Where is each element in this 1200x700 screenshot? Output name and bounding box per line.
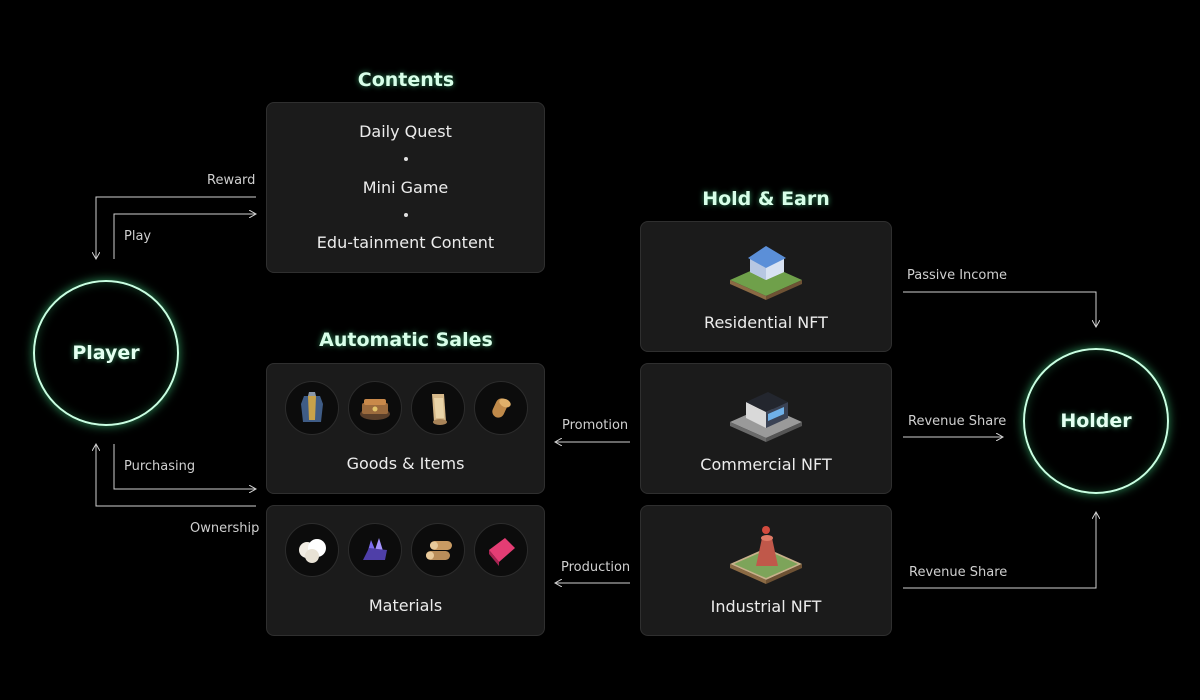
reward-label: Reward — [207, 173, 256, 188]
player-label: Player — [72, 342, 140, 364]
automatic-sales-title: Automatic Sales — [319, 329, 493, 351]
industrial-nft-label: Industrial NFT — [710, 597, 822, 616]
production-label: Production — [561, 560, 631, 575]
logs-icon — [411, 523, 465, 577]
play-arrow — [113, 214, 256, 259]
cotton-icon — [285, 523, 339, 577]
chest-icon — [348, 381, 402, 435]
purchasing-arrow — [113, 444, 256, 489]
hold-earn-title: Hold & Earn — [702, 188, 830, 210]
armor-icon — [285, 381, 339, 435]
goods-items-label: Goods & Items — [346, 454, 465, 473]
crystal-icon — [348, 523, 402, 577]
separator-dot — [404, 213, 408, 217]
daily-quest-label: Daily Quest — [359, 122, 452, 141]
residential-building-icon — [726, 238, 806, 306]
promotion-label: Promotion — [562, 418, 629, 433]
commercial-nft-label: Commercial NFT — [700, 455, 832, 474]
bread-icon — [474, 381, 528, 435]
play-label: Play — [124, 229, 152, 244]
player-node: Player — [33, 280, 179, 426]
fabric-icon — [474, 523, 528, 577]
ownership-arrow — [96, 444, 256, 507]
scroll-icon — [411, 381, 465, 435]
reward-arrow — [96, 196, 256, 259]
revenue-share-industrial-label: Revenue Share — [909, 565, 1008, 580]
ownership-label: Ownership — [190, 521, 260, 536]
industrial-building-icon — [726, 522, 806, 590]
purchasing-label: Purchasing — [124, 459, 196, 474]
contents-title: Contents — [357, 69, 455, 91]
holder-node: Holder — [1023, 348, 1169, 494]
edutainment-content-label: Edu-tainment Content — [316, 233, 495, 252]
residential-nft-label: Residential NFT — [704, 313, 828, 332]
passive-income-label: Passive Income — [907, 268, 1008, 283]
passive-income-arrow — [903, 291, 1096, 327]
mini-game-label: Mini Game — [362, 178, 449, 197]
materials-label: Materials — [368, 596, 443, 615]
contents-box — [266, 102, 545, 273]
separator-dot — [404, 157, 408, 161]
revenue-share-industrial-arrow — [903, 512, 1096, 589]
revenue-share-commercial-label: Revenue Share — [908, 414, 1007, 429]
commercial-building-icon — [726, 380, 806, 448]
holder-label: Holder — [1060, 410, 1132, 432]
